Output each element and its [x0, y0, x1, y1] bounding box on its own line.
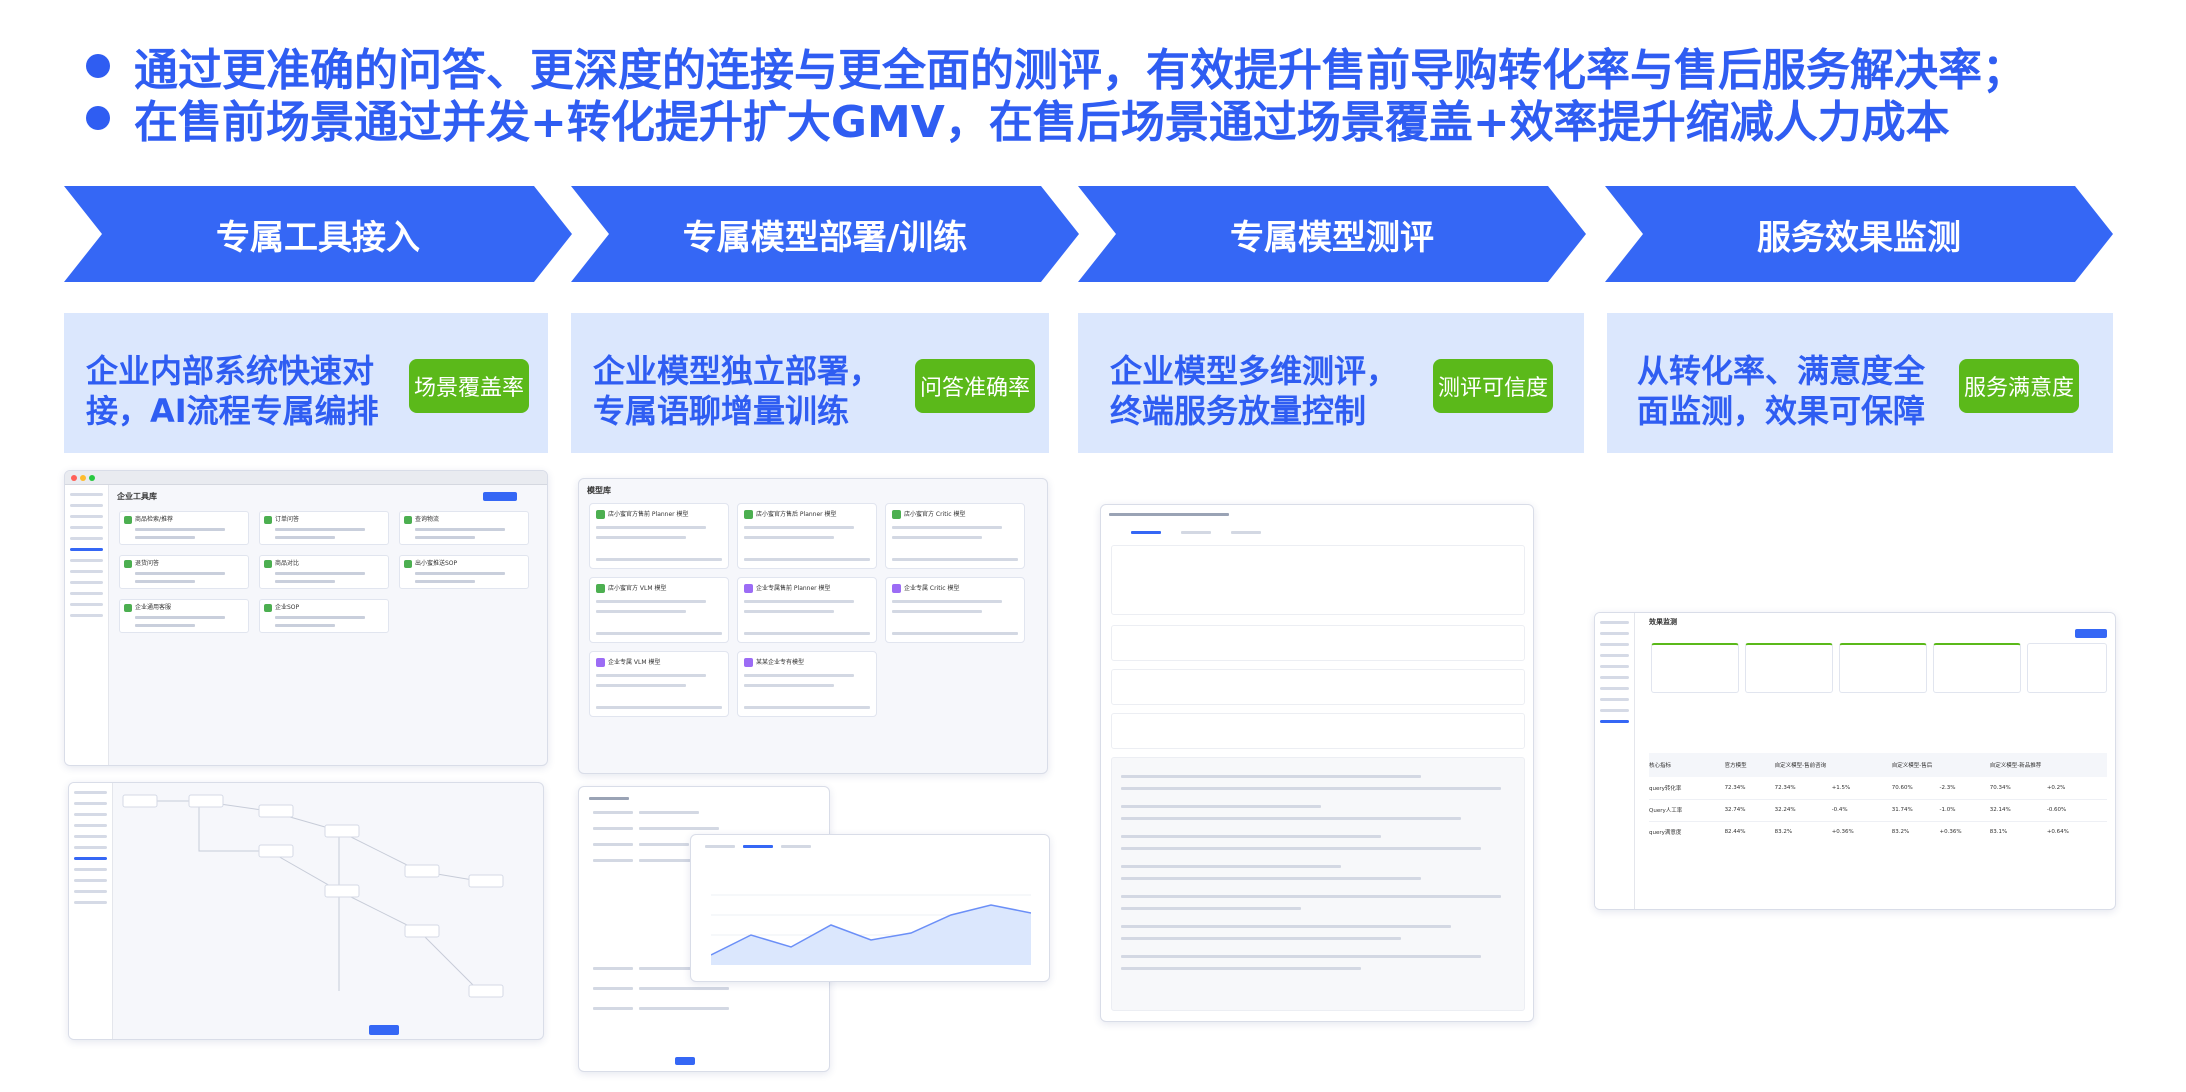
stage-title: 服务效果监测 — [1757, 217, 1961, 258]
metric-badge: 问答准确率 — [915, 359, 1035, 413]
metrics-table: 核心指标 官方模型 自定义模型-售前咨询 自定义模型-售后 自定义模型-新品推荐… — [1649, 753, 2107, 843]
stage-description: 从转化率、满意度全 面监测，效果可保障 — [1637, 351, 1925, 431]
monitoring-screenshot: 效果监测 核心指标 官方模型 自定义模型-售前咨询 自定义模型-售后 自定义模型… — [1594, 612, 2116, 910]
evaluation-detail-screenshot — [1100, 504, 1534, 1022]
bullet-dot-icon — [86, 106, 110, 130]
stage-description-line: 从转化率、满意度全 — [1637, 352, 1926, 390]
headline-bullet: 通过更准确的问答、更深度的连接与更全面的测评，有效提升售前导购转化率与售后服务解… — [86, 40, 2026, 96]
publish-button[interactable] — [369, 1025, 399, 1035]
tool-card[interactable]: 商品对比 — [259, 555, 389, 589]
model-card[interactable]: 企业专属售前 Planner 模型 — [737, 577, 877, 643]
sidebar — [69, 783, 113, 1039]
tool-card[interactable]: 订单问答 — [259, 511, 389, 545]
stage-description-line: 企业内部系统快速对 — [86, 352, 375, 390]
screen-title: 模型库 — [587, 486, 611, 495]
flow-diagram[interactable] — [119, 791, 539, 1021]
create-tool-button[interactable] — [483, 492, 517, 501]
tool-card[interactable]: 查询物流 — [399, 511, 529, 545]
model-card[interactable]: 店小蜜官方售前 Planner 模型 — [589, 503, 729, 569]
model-card[interactable]: 某某企业专有模型 — [737, 651, 877, 717]
table-header-cell: 官方模型 — [1724, 763, 1747, 769]
tool-card[interactable]: 企业SOP — [259, 599, 389, 633]
window-close-icon — [71, 475, 77, 481]
table-header-cell: 自定义模型-售后 — [1891, 763, 1933, 769]
stage-description-line: 企业模型独立部署， — [593, 352, 882, 390]
model-card[interactable]: 企业专属 Critic 模型 — [885, 577, 1025, 643]
add-model-button[interactable] — [2075, 629, 2107, 638]
tool-card[interactable]: 出小蜜推送SOP — [399, 555, 529, 589]
stage-card-eval: 企业模型多维测评， 终端服务放量控制 测评可信度 — [1078, 313, 1584, 453]
model-card[interactable]: 店小蜜官方售后 Planner 模型 — [737, 503, 877, 569]
screen-title: 效果监测 — [1649, 618, 1677, 626]
table-header-cell: 核心指标 — [1649, 763, 1672, 769]
stage-description-line: 接，AI流程专属编排 — [86, 392, 379, 430]
stage-description-line: 专属语聊增量训练 — [593, 392, 850, 430]
tool-card[interactable]: 商品检索/推荐 — [119, 511, 249, 545]
stage-card-tools: 企业内部系统快速对 接，AI流程专属编排 场景覆盖率 — [64, 313, 548, 453]
headline-bullet: 在售前场景通过并发+转化提升扩大GMV，在售后场景通过场景覆盖+效率提升缩减人力… — [86, 92, 2026, 148]
stage-card-deploy: 企业模型独立部署， 专属语聊增量训练 问答准确率 — [571, 313, 1049, 453]
stage-description-line: 企业模型多维测评， — [1110, 352, 1399, 390]
model-card[interactable]: 店小蜜官方 VLM 模型 — [589, 577, 729, 643]
stage-chevron-tools: 专属工具接入 — [64, 186, 572, 282]
submit-button[interactable] — [675, 1057, 695, 1065]
window-minimize-icon — [80, 475, 86, 481]
model-card[interactable]: 店小蜜官方 Critic 模型 — [885, 503, 1025, 569]
sidebar — [65, 485, 109, 765]
stage-title: 专属模型测评 — [1230, 217, 1434, 258]
stage-description: 企业模型独立部署， 专属语聊增量训练 — [593, 351, 881, 431]
model-library-screenshot: 模型库 店小蜜官方售前 Planner 模型 店小蜜官方售后 Planner 模… — [578, 478, 1048, 774]
headline-bullet-text: 通过更准确的问答、更深度的连接与更全面的测评，有效提升售前导购转化率与售后服务解… — [134, 45, 2026, 96]
window-maximize-icon — [89, 475, 95, 481]
stage-description-line: 终端服务放量控制 — [1110, 392, 1367, 430]
headline-bullets: 通过更准确的问答、更深度的连接与更全面的测评，有效提升售前导购转化率与售后服务解… — [86, 40, 2026, 148]
sidebar — [1595, 613, 1635, 909]
screen-title: 企业工具库 — [117, 492, 157, 501]
training-chart-screenshot — [690, 834, 1050, 982]
stage-chevron-deploy: 专属模型部署/训练 — [571, 186, 1079, 282]
tool-card[interactable]: 退货问答 — [119, 555, 249, 589]
metric-badge: 测评可信度 — [1433, 359, 1553, 413]
tool-card[interactable]: 企业通用客服 — [119, 599, 249, 633]
tool-library-screenshot: 企业工具库 商品检索/推荐 订单问答 查询物流 退货问答 商品对比 出小蜜推送S… — [64, 470, 548, 766]
loss-curve-chart — [711, 894, 1031, 965]
stage-title: 专属模型部署/训练 — [682, 217, 968, 258]
stage-description-line: 面监测，效果可保障 — [1637, 392, 1926, 430]
stage-description: 企业内部系统快速对 接，AI流程专属编排 — [86, 351, 379, 431]
bullet-dot-icon — [86, 54, 110, 78]
metric-badge: 服务满意度 — [1959, 359, 2079, 413]
headline-bullet-text: 在售前场景通过并发+转化提升扩大GMV，在售后场景通过场景覆盖+效率提升缩减人力… — [134, 97, 1950, 148]
table-header-cell: 自定义模型-售前咨询 — [1774, 763, 1827, 769]
stage-chevron-monitor: 服务效果监测 — [1605, 186, 2113, 282]
flow-canvas-screenshot — [68, 782, 544, 1040]
metric-badge: 场景覆盖率 — [409, 359, 529, 413]
window-chrome — [65, 471, 547, 485]
stage-title: 专属工具接入 — [216, 217, 420, 258]
stage-chevron-eval: 专属模型测评 — [1078, 186, 1586, 282]
stage-card-monitor: 从转化率、满意度全 面监测，效果可保障 服务满意度 — [1607, 313, 2113, 453]
stage-description: 企业模型多维测评， 终端服务放量控制 — [1110, 351, 1398, 431]
model-card[interactable]: 企业专属 VLM 模型 — [589, 651, 729, 717]
table-header-cell: 自定义模型-新品推荐 — [1989, 763, 2042, 769]
